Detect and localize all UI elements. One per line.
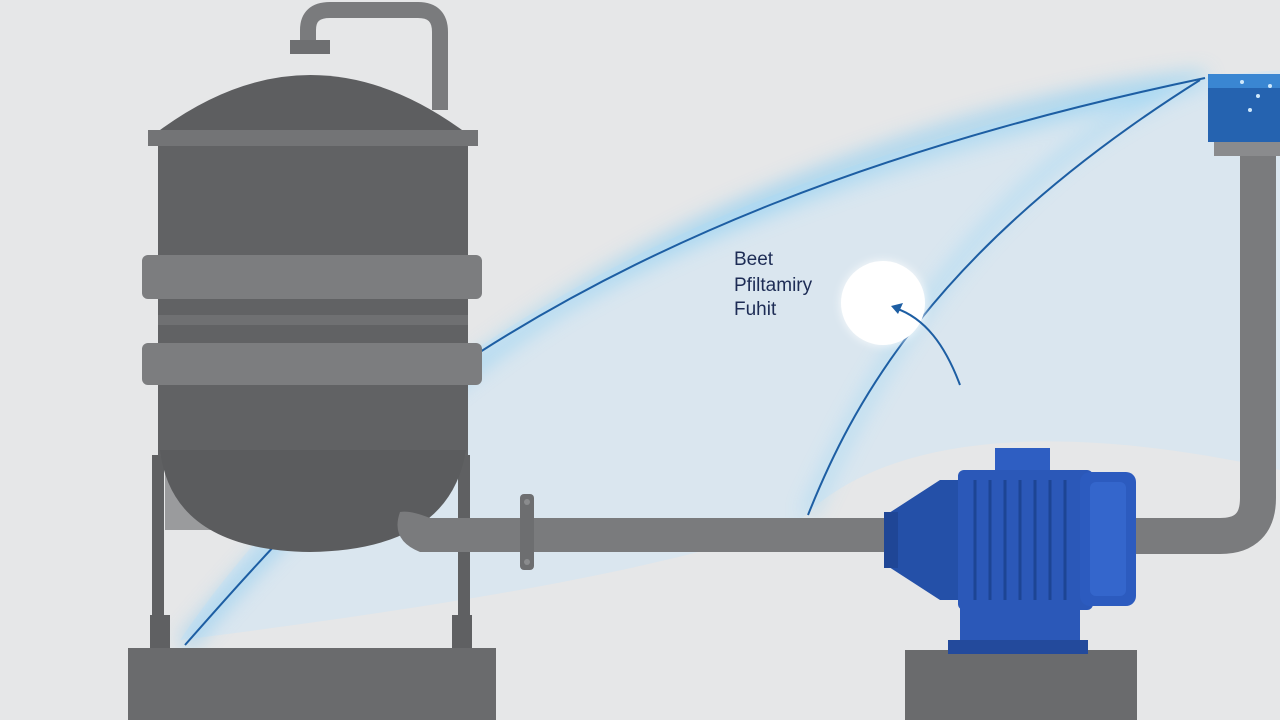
annotation-line-2: Pfiltamiry <box>734 275 813 296</box>
water-reservoir <box>1208 74 1280 142</box>
suction-pipe <box>397 494 900 570</box>
annotation-line-1: Beet <box>734 249 774 270</box>
focus-point <box>835 255 931 351</box>
pump-motor <box>884 448 1136 654</box>
tank <box>142 75 482 552</box>
arrow-curve <box>894 307 961 386</box>
tank-base <box>128 648 496 720</box>
discharge-pipe <box>1130 150 1276 554</box>
tank-vent-pipe <box>300 1 448 110</box>
pump-base <box>905 650 1137 720</box>
arrow-head-icon <box>891 303 903 314</box>
annotation-line-3: Fuhit <box>734 299 777 320</box>
annotation-label: Beet Pfiltamiry Fuhit <box>734 249 817 320</box>
tank-stand <box>150 455 472 655</box>
flow-line-top <box>479 77 1206 353</box>
